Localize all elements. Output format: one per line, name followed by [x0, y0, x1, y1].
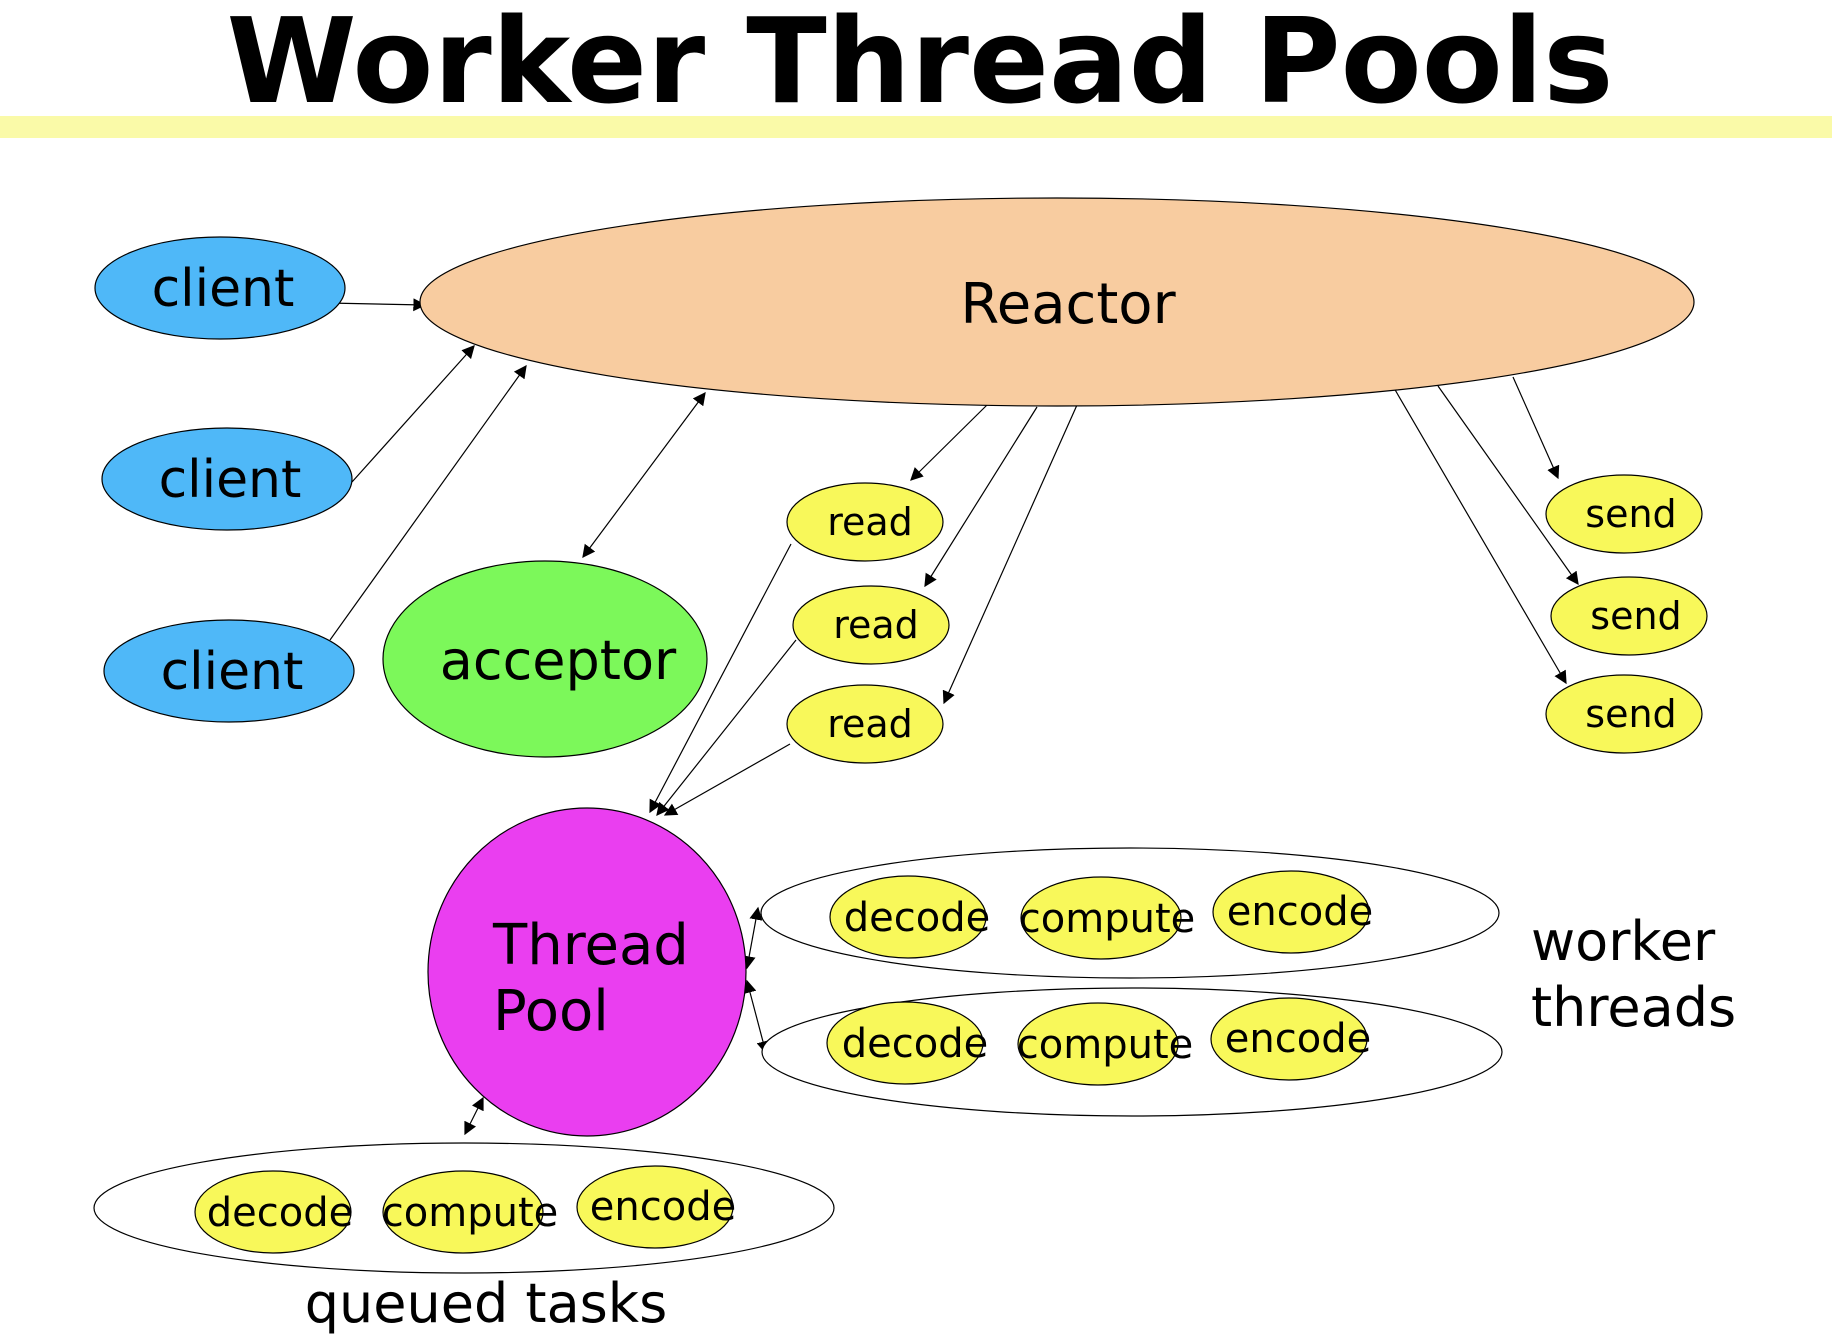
read-2-shape: [792, 585, 950, 665]
read-1-label: read: [827, 500, 913, 544]
edge-client-2-to-reactor: [351, 345, 475, 483]
worker-1-compute-task: compute: [1019, 876, 1195, 960]
client-2-label: client: [159, 450, 302, 510]
worker-1-encode-label: encode: [1227, 889, 1373, 935]
edge-read-3-to-thread-pool: [663, 743, 791, 816]
edge-reactor-to-send-2: [1437, 385, 1579, 586]
edge-thread-pool-worker-2: [743, 979, 770, 1055]
worker-1-compute-label: compute: [1019, 896, 1195, 942]
worker-2-decode-label: decode: [842, 1021, 988, 1067]
worker-2-encode-shape: [1210, 997, 1368, 1081]
worker-2-compute-task: compute: [1017, 1002, 1193, 1086]
acceptor-node: acceptor: [382, 560, 708, 758]
client-1-shape: [94, 236, 346, 340]
queued-decode-task: decode: [194, 1170, 353, 1254]
read-task-2: read: [792, 585, 950, 665]
read-3-shape: [786, 684, 944, 764]
worker-2-encode-label: encode: [1225, 1016, 1371, 1062]
worker-1-decode-label: decode: [844, 895, 990, 941]
worker-2-compute-label: compute: [1017, 1022, 1193, 1068]
worker-2-compute-shape: [1017, 1002, 1179, 1086]
queued-tasks-label: queued tasks: [305, 1272, 667, 1335]
send-2-shape: [1550, 576, 1708, 656]
worker-1-encode-shape: [1212, 870, 1370, 954]
queued-decode-shape: [194, 1170, 352, 1254]
edge-reactor-to-send-1: [1512, 376, 1560, 480]
queued-encode-task: encode: [576, 1165, 736, 1249]
read-task-1: read: [786, 482, 944, 562]
client-node-1: client: [94, 236, 346, 340]
client-3-label: client: [161, 642, 304, 702]
acceptor-label: acceptor: [440, 629, 677, 692]
send-3-label: send: [1585, 692, 1676, 736]
thread-pool-shape: [427, 807, 747, 1137]
read-3-label: read: [827, 702, 913, 746]
queued-compute-task: compute: [382, 1170, 558, 1254]
send-3-shape: [1545, 674, 1703, 754]
edge-reactor-acceptor: [582, 391, 706, 559]
edge-client-3-to-reactor: [329, 364, 527, 641]
page-title: Worker Thread Pools: [226, 0, 1613, 130]
edges: [327, 298, 1579, 1136]
reactor-label: Reactor: [960, 272, 1176, 337]
reactor-shape: [419, 197, 1695, 407]
queued-encode-label: encode: [590, 1184, 736, 1230]
worker-threads-label-line-2: threads: [1531, 976, 1736, 1039]
send-1-shape: [1545, 474, 1703, 554]
send-1-label: send: [1585, 492, 1676, 536]
send-task-1: send: [1545, 474, 1703, 554]
edge-reactor-to-read-3: [942, 404, 1078, 705]
worker-threads-label-line-1: worker: [1531, 910, 1716, 973]
edge-read-2-to-thread-pool: [656, 639, 797, 817]
edge-read-1-to-thread-pool: [649, 543, 792, 814]
worker-1-encode-task: encode: [1212, 870, 1373, 954]
queued-compute-label: compute: [382, 1190, 558, 1236]
edge-thread-pool-worker-1: [742, 906, 763, 970]
client-2-shape: [101, 427, 353, 531]
edge-thread-pool-queued-tasks: [464, 1096, 484, 1136]
edge-reactor-to-read-1: [910, 404, 988, 481]
read-task-3: read: [786, 684, 944, 764]
acceptor-shape: [382, 560, 708, 758]
worker-2-decode-shape: [826, 1001, 984, 1085]
worker-2-decode-task: decode: [826, 1001, 988, 1085]
thread-pool-label-line-1: Thread: [492, 913, 689, 978]
client-node-2: client: [101, 427, 353, 531]
reactor-node: Reactor: [419, 197, 1695, 407]
worker-2-encode-task: encode: [1210, 997, 1371, 1081]
thread-pool-node: Thread Pool: [427, 807, 747, 1137]
worker-1-decode-shape: [829, 875, 987, 959]
thread-pool-label-line-2: Pool: [493, 979, 609, 1044]
send-2-label: send: [1590, 594, 1681, 638]
queued-compute-shape: [382, 1170, 544, 1254]
client-3-shape: [103, 619, 355, 723]
edge-reactor-to-send-3: [1393, 387, 1567, 685]
edge-client-1-to-reactor: [327, 298, 427, 312]
client-1-label: client: [152, 259, 295, 319]
read-1-shape: [786, 482, 944, 562]
client-node-3: client: [103, 619, 355, 723]
read-2-label: read: [833, 603, 919, 647]
send-task-2: send: [1550, 576, 1708, 656]
queued-encode-shape: [576, 1165, 734, 1249]
worker-1-compute-shape: [1020, 876, 1182, 960]
worker-1-decode-task: decode: [829, 875, 990, 959]
send-task-3: send: [1545, 674, 1703, 754]
title-underline-bar: [0, 116, 1832, 138]
edge-reactor-to-read-2: [924, 406, 1038, 588]
queued-decode-label: decode: [207, 1190, 353, 1236]
